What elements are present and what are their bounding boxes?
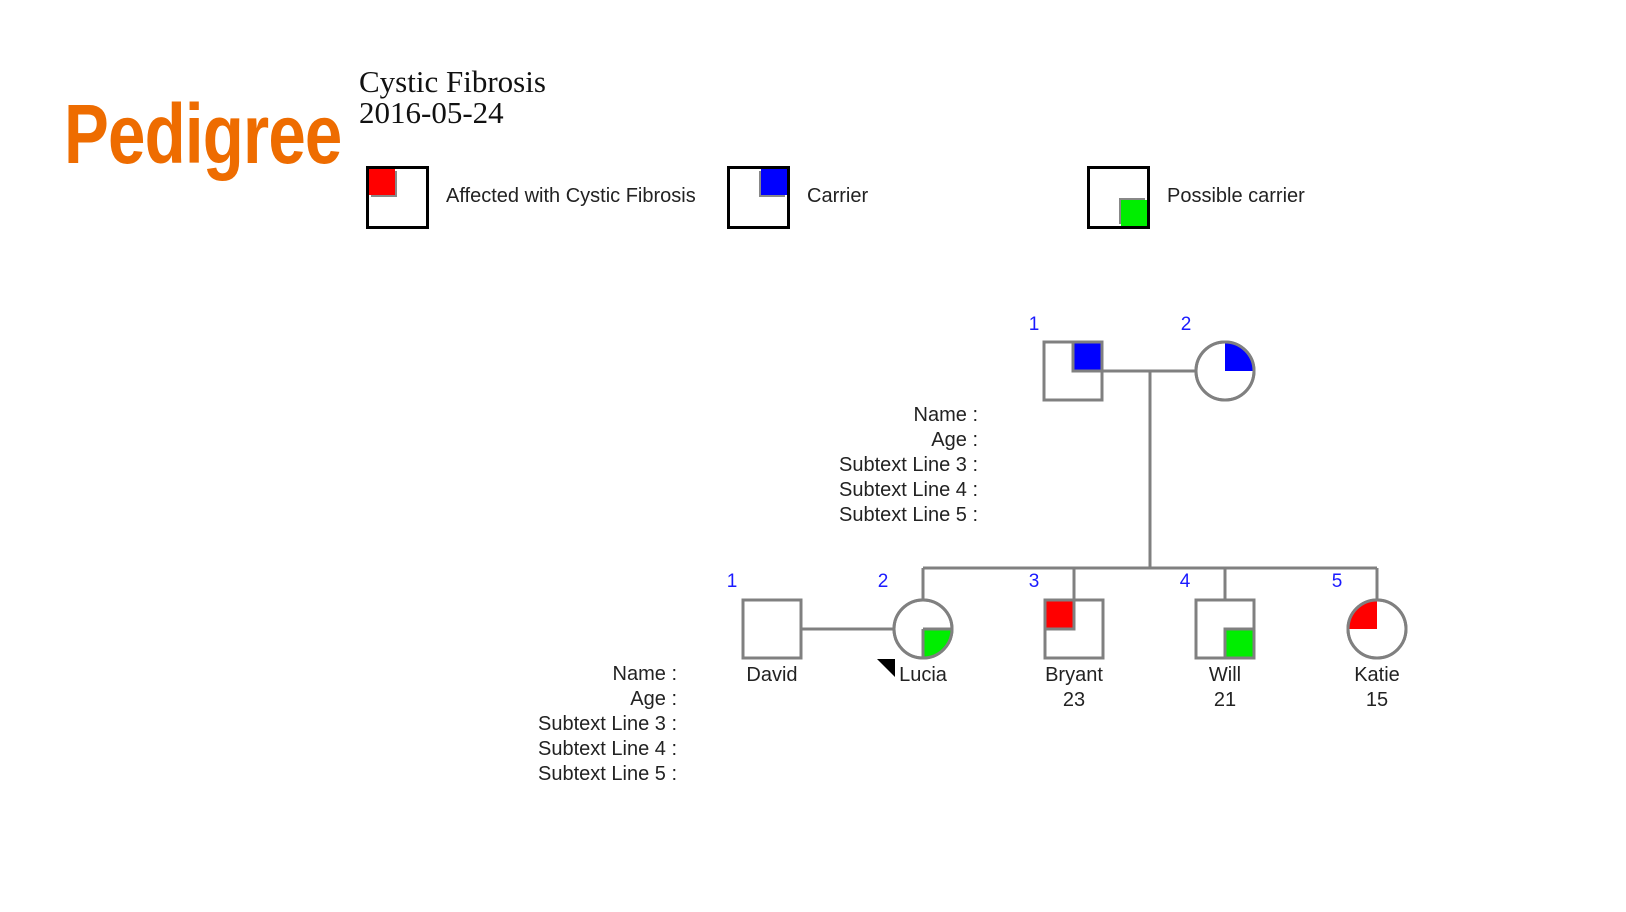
affected-quadrant [1043, 598, 1076, 631]
subtext-label: Subtext Line 5 : [839, 504, 978, 526]
legend-label-affected: Affected with Cystic Fibrosis [446, 185, 696, 207]
legend-symbol-affected [366, 166, 429, 229]
generation-number: 5 [1332, 571, 1343, 592]
generation-number: 4 [1180, 571, 1191, 592]
subtext-label: Age : [630, 688, 677, 710]
subtext-label: Subtext Line 4 : [839, 479, 978, 501]
individual-gen1-2 [1194, 340, 1256, 402]
individual-gen2-4 [1194, 598, 1256, 660]
legend-symbol-possible-carrier [1087, 166, 1150, 229]
affected-quadrant-icon [369, 169, 395, 195]
possible_carrier-quadrant [923, 629, 952, 658]
possible-carrier-quadrant-icon [1121, 200, 1147, 226]
individual-name: Lucia [899, 664, 948, 686]
individual-gen2-5 [1346, 598, 1408, 660]
page-title: Pedigree [64, 87, 342, 181]
subtext-label: Age : [931, 429, 978, 451]
individual-age: 21 [1214, 689, 1236, 711]
condition-title: Cystic Fibrosis [359, 64, 546, 99]
subtext-label: Subtext Line 3 : [839, 454, 978, 476]
individual-age: 23 [1063, 689, 1085, 711]
subtext-label: Name : [914, 404, 978, 426]
male-symbol [741, 598, 803, 660]
individual-name: Will [1209, 664, 1241, 686]
carrier-quadrant [1225, 342, 1254, 371]
individual-gen2-2 [892, 598, 954, 660]
individual-name: Katie [1354, 664, 1400, 686]
generation-number: 1 [1029, 314, 1040, 335]
document-date: 2016-05-24 [359, 95, 504, 130]
subtext-label: Subtext Line 3 : [538, 713, 677, 735]
proband-arrow-icon [877, 659, 895, 677]
individual-name: David [746, 664, 797, 686]
generation-number: 1 [727, 571, 738, 592]
carrier-quadrant [1071, 340, 1104, 373]
generation-number: 3 [1029, 571, 1040, 592]
subtext-label: Subtext Line 4 : [538, 738, 677, 760]
female-outline [892, 598, 954, 660]
generation-number: 2 [878, 571, 889, 592]
document-header: Cystic Fibrosis 2016-05-24 [359, 66, 546, 128]
possible_carrier-quadrant [1223, 627, 1256, 660]
carrier-quadrant-icon [761, 169, 787, 195]
individual-name: Bryant [1045, 664, 1103, 686]
legend-symbol-carrier [727, 166, 790, 229]
individual-age: 15 [1366, 689, 1388, 711]
subtext-label: Name : [613, 663, 677, 685]
subtext-label: Subtext Line 5 : [538, 763, 677, 785]
individual-gen2-3 [1043, 598, 1105, 660]
generation-number: 2 [1181, 314, 1192, 335]
legend-label-possible-carrier: Possible carrier [1167, 185, 1305, 207]
female-outline [1346, 598, 1408, 660]
individual-gen1-1 [1042, 340, 1104, 402]
female-outline [1194, 340, 1256, 402]
individual-gen2-1 [741, 598, 803, 660]
legend-label-carrier: Carrier [807, 185, 869, 207]
affected-quadrant [1348, 600, 1377, 629]
